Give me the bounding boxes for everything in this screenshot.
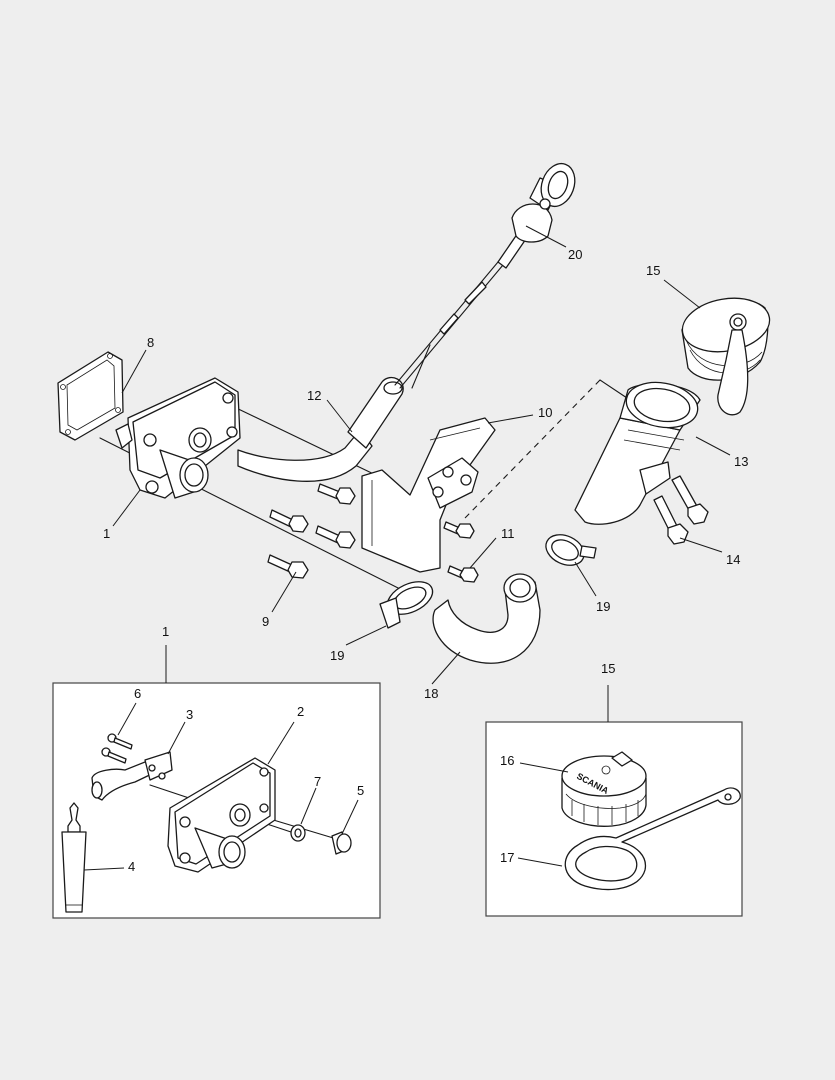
cap-part-16: SCANIA	[561, 751, 647, 827]
callout-11: 11	[501, 526, 515, 541]
callout-labels: 1 8 12 10 11 9 19 19 18 20 15 13 14 1 2 …	[103, 247, 748, 874]
washer-part-7	[290, 824, 306, 842]
callout-2: 2	[297, 704, 304, 719]
housing-part-2	[167, 757, 276, 873]
callout-7: 7	[314, 774, 321, 789]
callout-18: 18	[424, 686, 438, 701]
housing-part-1	[115, 377, 241, 499]
callout-14: 14	[726, 552, 740, 567]
callout-3: 3	[186, 707, 193, 722]
bolt-9c	[315, 525, 356, 549]
gasket-part-8	[57, 351, 124, 441]
callout-10: 10	[538, 405, 552, 420]
callout-16: 16	[500, 753, 514, 768]
bolt-9b	[269, 509, 309, 533]
cap-part-15	[681, 297, 771, 416]
callout-1-box: 1	[162, 624, 169, 639]
hose-clamp-part-19-right	[545, 534, 597, 566]
callout-8: 8	[147, 335, 154, 350]
bolt-11b	[447, 565, 479, 583]
plug-part-5	[331, 831, 352, 855]
bolts-part-11	[443, 521, 479, 583]
callout-4: 4	[128, 859, 135, 874]
callout-12: 12	[307, 388, 321, 403]
callout-9: 9	[262, 614, 269, 629]
callout-19-right: 19	[596, 599, 610, 614]
callout-13: 13	[734, 454, 748, 469]
callout-20: 20	[568, 247, 582, 262]
bolt-9d	[317, 483, 356, 505]
bolt-14b	[653, 495, 689, 545]
sealant-tube-part-4	[61, 802, 87, 913]
bolt-11a	[443, 521, 475, 539]
callout-leaders	[83, 225, 731, 871]
callout-15-box: 15	[601, 661, 615, 676]
callout-17: 17	[500, 850, 514, 865]
dipstick-part-20	[394, 162, 576, 389]
callout-19-left: 19	[330, 648, 344, 663]
hose-clamp-part-19-left	[379, 581, 434, 629]
callout-15-main: 15	[646, 263, 660, 278]
callout-6: 6	[134, 686, 141, 701]
callout-1-main: 1	[103, 526, 110, 541]
bolt-14a	[671, 475, 709, 525]
screw-6b	[101, 747, 127, 764]
bolts-part-9	[267, 483, 356, 579]
screws-part-6	[101, 733, 133, 764]
screw-6a	[107, 733, 133, 750]
bracket-part-10	[361, 417, 496, 573]
retaining-strap-part-17	[564, 787, 741, 891]
pipe-part-3	[91, 751, 173, 801]
bolt-9a	[267, 554, 309, 579]
hose-part-12	[237, 377, 404, 482]
bolts-part-14	[653, 475, 709, 545]
callout-5: 5	[357, 783, 364, 798]
elbow-hose-part-18	[432, 573, 541, 664]
filler-neck-part-13	[574, 381, 701, 525]
